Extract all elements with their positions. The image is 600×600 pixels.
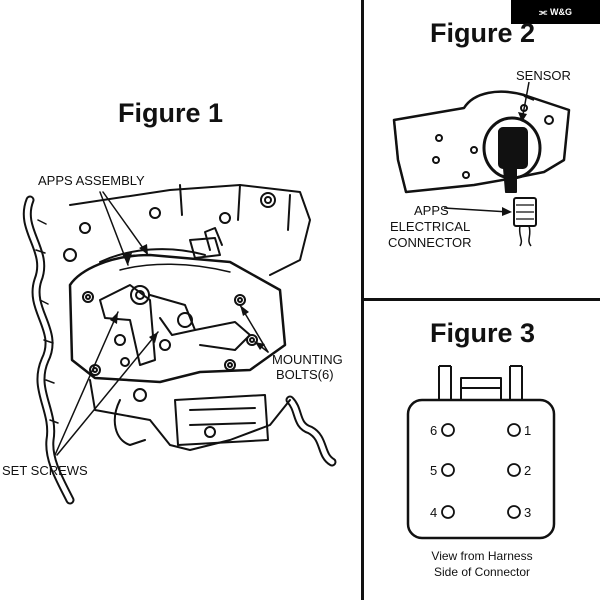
apps-assembly-label: APPS ASSEMBLY: [38, 173, 145, 188]
horizontal-divider: [362, 298, 600, 301]
apps-connector-label-line3: CONNECTOR: [388, 235, 472, 250]
pin-6-label: 6: [430, 423, 438, 438]
brand-logo-text: W&G: [550, 7, 573, 17]
pin-6-hole: [441, 423, 455, 437]
apps-connector-label-line1: APPS: [414, 203, 449, 218]
figure-3-caption-line1: View from Harness: [431, 549, 533, 563]
brand-logo: ⫘ W&G: [511, 0, 600, 24]
mounting-bolts-label-line2: BOLTS(6): [276, 367, 334, 382]
figure-3-title: Figure 3: [430, 318, 536, 348]
pin-3-label: 3: [524, 505, 532, 520]
figure-3-panel: Figure 3 6 1 5 2 4 3 View from Harness S…: [364, 300, 600, 600]
figure-3-caption-line2: Side of Connector: [433, 565, 531, 579]
pin-4-label: 4: [430, 505, 438, 520]
figure-1-panel: Figure 1: [2, 98, 343, 505]
figure-1-title: Figure 1: [118, 98, 224, 128]
apps-connector-label-line2: ELECTRICAL: [390, 219, 471, 234]
connector-illustration: [406, 365, 556, 540]
pin-2-label: 2: [524, 463, 532, 478]
figure-2-title: Figure 2: [430, 18, 536, 48]
pin-1-label: 1: [524, 423, 532, 438]
sensor-label: SENSOR: [516, 68, 571, 83]
figure-2-panel: Figure 2 SENSOR APPS ELECTRICAL CONNECTO…: [364, 0, 600, 298]
set-screws-label: SET SCREWS: [2, 463, 88, 478]
pin-3-hole: [507, 505, 521, 519]
pin-4-hole: [441, 505, 455, 519]
pin-5-hole: [441, 463, 455, 477]
pin-1-hole: [507, 423, 521, 437]
engine-illustration: [22, 184, 337, 505]
sensor-illustration: [392, 81, 571, 247]
pin-5-label: 5: [430, 463, 438, 478]
wings-icon: ⫘: [538, 6, 548, 17]
mounting-bolts-label-line1: MOUNTING: [272, 352, 343, 367]
pin-2-hole: [507, 463, 521, 477]
